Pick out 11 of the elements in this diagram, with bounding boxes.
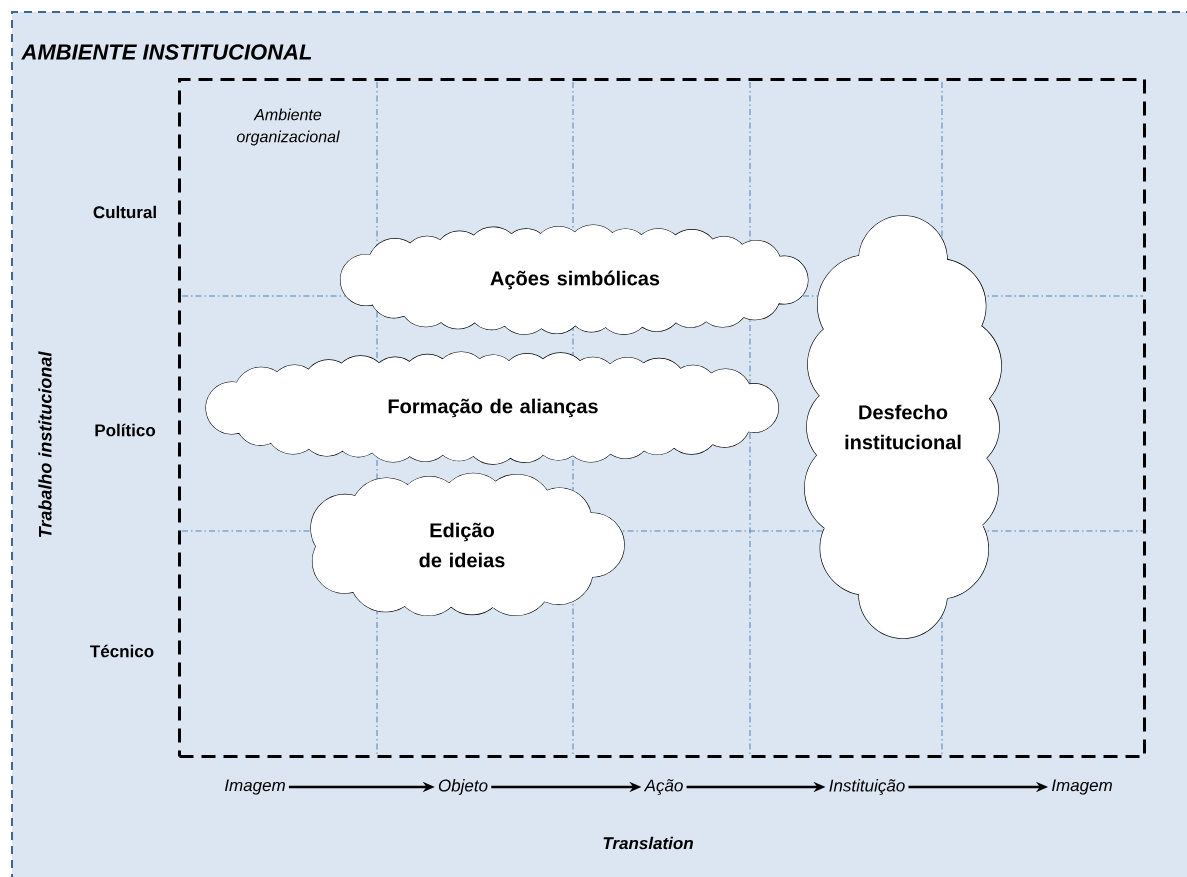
step-label: Imagem bbox=[225, 779, 285, 795]
step-label: Ação bbox=[643, 779, 683, 795]
row-label: Cultural bbox=[93, 205, 156, 219]
axis-title: Translation bbox=[603, 836, 693, 850]
axis-title: Trabalho institucional bbox=[38, 351, 52, 538]
title: AMBIENTE INSTITUCIONAL bbox=[21, 44, 312, 60]
row-label: Técnico bbox=[90, 644, 154, 658]
step-label: Objeto bbox=[438, 779, 488, 795]
step-label: Instituição bbox=[829, 779, 905, 795]
row-label: Político bbox=[95, 423, 156, 437]
step-label: Imagem bbox=[1051, 779, 1112, 795]
